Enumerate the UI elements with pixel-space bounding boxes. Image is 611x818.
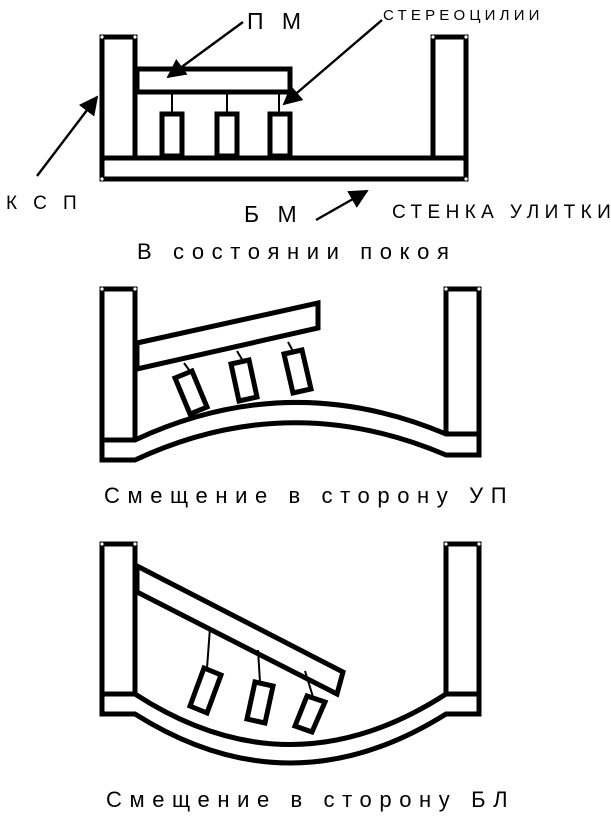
tectorial-membrane	[134, 561, 346, 698]
caption-rest: В состоянии покоя	[137, 239, 456, 264]
bm-arrow	[315, 189, 369, 222]
tectorial-membrane	[134, 299, 321, 373]
hair-cell	[267, 111, 293, 159]
hair-cell	[214, 111, 240, 159]
pm-arrow	[166, 21, 244, 79]
label-bm: Б М	[244, 201, 303, 227]
hair-cell	[228, 357, 260, 404]
ksp-arrow	[36, 95, 99, 177]
tectorial-membrane	[134, 66, 293, 95]
basilar-membrane	[99, 155, 469, 182]
basilar-membrane	[99, 691, 482, 766]
hair-cell	[159, 111, 185, 159]
right-pillar	[443, 286, 482, 443]
panel-rest: П М СТЕРЕОЦИЛИИ К С П Б М СТЕНКА УЛИТКИ …	[6, 7, 611, 264]
hair-cell	[244, 679, 276, 726]
hair-cells	[159, 92, 293, 159]
label-ksp: К С П	[6, 193, 82, 214]
label-cochlea-wall: СТЕНКА УЛИТКИ	[392, 202, 611, 223]
label-stereocilia: СТЕРЕОЦИЛИИ	[383, 7, 544, 24]
caption-shift-bl: Смещение в сторону БЛ	[106, 787, 515, 812]
hair-cell	[291, 692, 329, 736]
hair-cell	[186, 664, 225, 717]
panel-shift-up: Смещение в сторону УП	[99, 286, 514, 508]
right-pillar	[430, 34, 469, 162]
panel-shift-bl: Смещение в сторону БЛ	[99, 541, 515, 812]
basilar-membrane	[99, 399, 482, 463]
hair-cells	[171, 341, 315, 418]
stereocilia-arrow	[282, 19, 383, 106]
left-pillar	[99, 541, 138, 697]
hair-cell	[171, 367, 211, 418]
hair-cells	[186, 627, 329, 736]
right-pillar	[443, 541, 482, 697]
label-pm: П М	[247, 8, 307, 34]
left-pillar	[99, 286, 138, 443]
left-pillar	[99, 34, 138, 162]
hair-cell	[280, 347, 315, 396]
joint-markers	[100, 35, 481, 546]
caption-shift-up: Смещение в сторону УП	[104, 483, 514, 508]
